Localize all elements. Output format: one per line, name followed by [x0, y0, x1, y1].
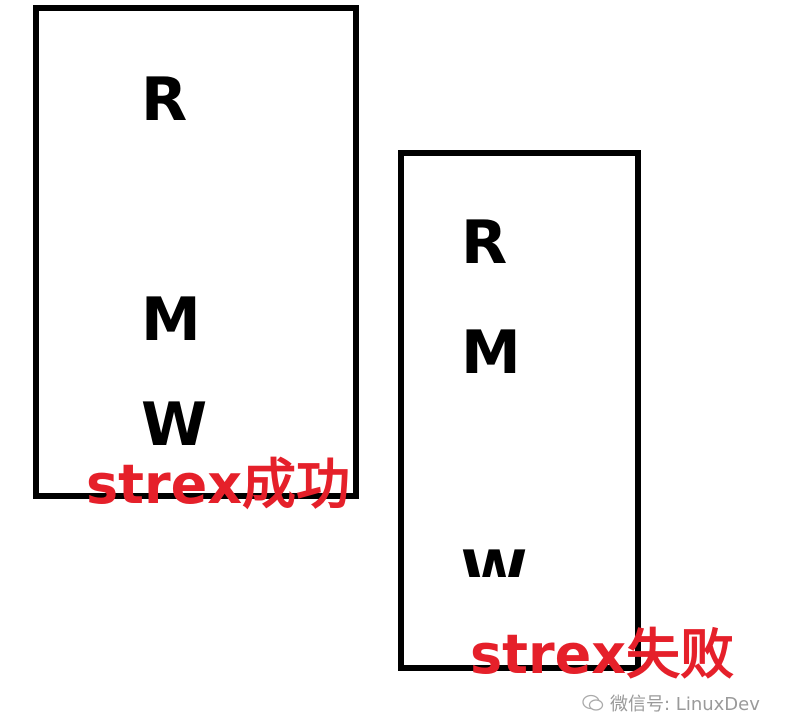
right-letter-w-clip: W	[455, 540, 545, 577]
watermark: 微信号: LinuxDev	[582, 690, 760, 716]
success-label: strex成功	[86, 453, 351, 516]
failure-label: strex失败	[470, 623, 735, 686]
left-letter-m: M	[141, 285, 201, 355]
left-box	[33, 5, 359, 499]
left-letter-w: W	[141, 390, 208, 460]
watermark-text: 微信号: LinuxDev	[610, 694, 760, 715]
right-box	[398, 150, 641, 671]
wechat-icon	[582, 694, 604, 711]
left-letter-r: R	[141, 65, 188, 135]
right-letter-m: M	[461, 318, 521, 388]
right-letter-w: W	[461, 540, 528, 577]
right-letter-r: R	[461, 208, 508, 278]
